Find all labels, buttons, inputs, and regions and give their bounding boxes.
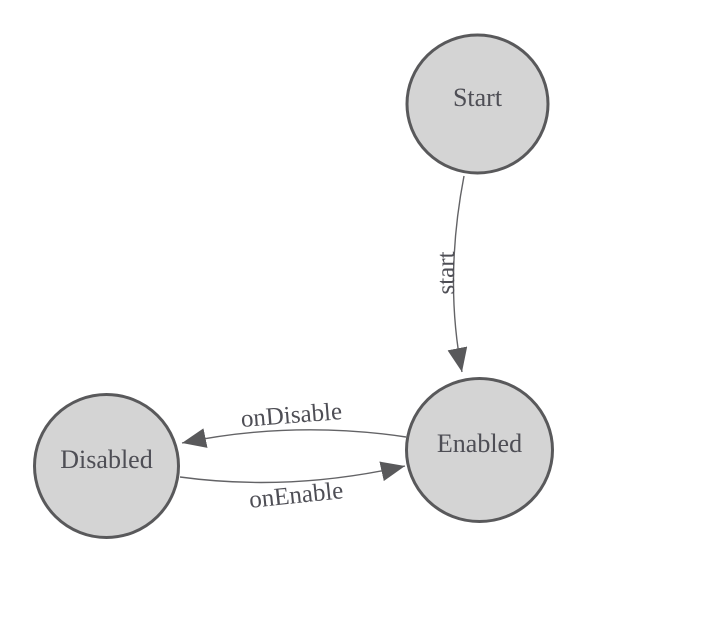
nodes-group: Start Enabled Disabled: [33, 33, 554, 539]
node-enabled: [405, 377, 554, 523]
node-label-disabled: Disabled: [60, 445, 152, 474]
node-start: [405, 33, 550, 175]
edge-start-to-enabled: [447, 175, 468, 373]
edge-label-start: start: [433, 251, 460, 294]
node-label-enabled: Enabled: [437, 429, 522, 458]
edge-enabled-to-disabled: [181, 428, 407, 448]
node-label-start: Start: [453, 83, 503, 112]
node-disabled: [33, 393, 180, 539]
edge-label-ondisable: onDisable: [240, 398, 343, 433]
edge-disabled-to-enabled: [179, 461, 406, 484]
edges-group: [179, 175, 468, 484]
